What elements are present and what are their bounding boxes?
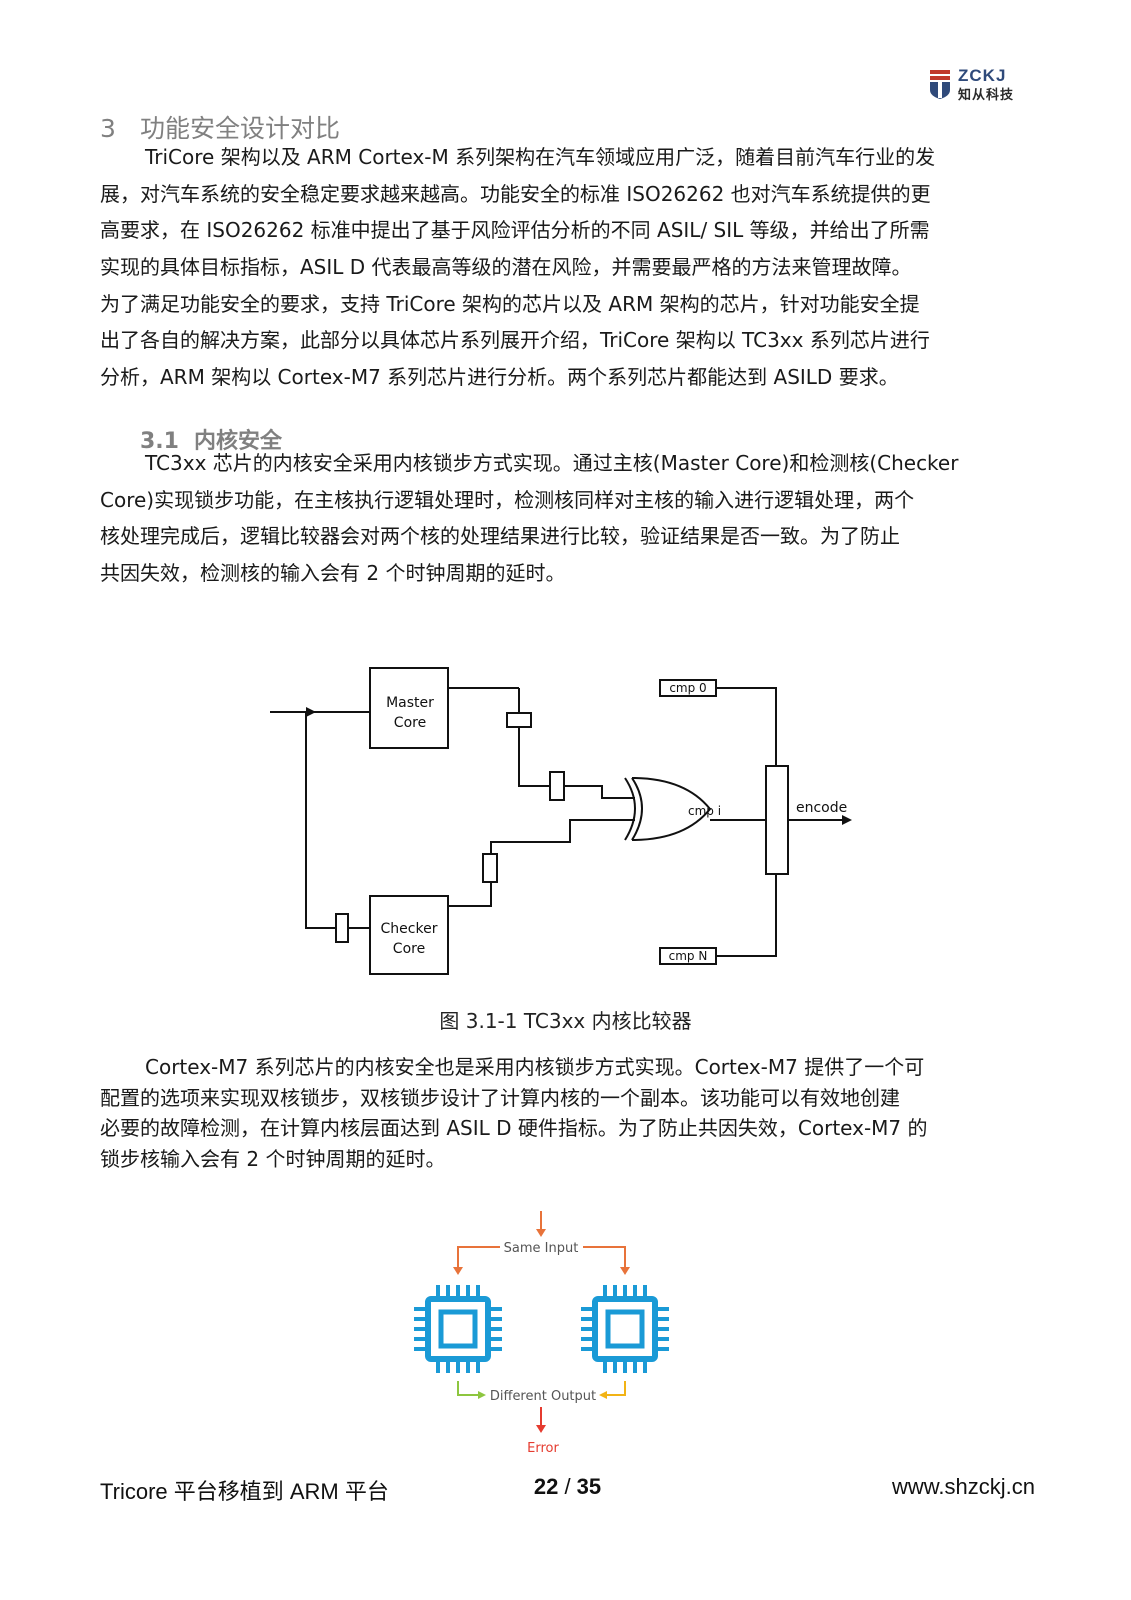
footer-document-title: Tricore 平台移植到 ARM 平台 (100, 1479, 389, 1504)
logo-shield-icon (930, 70, 950, 99)
dual-core-lockstep-illustration: Same Input Different Output Error (400, 1211, 700, 1456)
paragraph-3: Cortex-M7 系列芯片的内核安全也是采用内核锁步方式实现。Cortex-M… (100, 1052, 1035, 1174)
page-separator: / (558, 1474, 577, 1499)
output-arrow-icon (842, 815, 852, 825)
left-output-arrow-icon (478, 1391, 486, 1399)
checker-core-label-1: Checker (381, 921, 438, 937)
right-output-arrow-icon (599, 1391, 607, 1399)
text-line: 为了满足功能安全的要求，支持 TriCore 架构的芯片以及 ARM 架构的芯片… (100, 291, 920, 316)
left-input-arrow-icon (453, 1267, 463, 1275)
input-arrow-icon (306, 707, 316, 717)
cmp0-label: cmp 0 (669, 681, 706, 695)
input-arrow-icon (536, 1229, 546, 1237)
page-total: 35 (576, 1474, 602, 1499)
cpu-chip-icon (581, 1285, 669, 1373)
checker-core-label-2: Core (393, 941, 425, 957)
different-output-label: Different Output (490, 1389, 596, 1404)
text-line: 共因失效，检测核的输入会有 2 个时钟周期的延时。 (100, 561, 566, 586)
encode-label: encode (796, 800, 847, 816)
page-current: 22 (533, 1474, 559, 1499)
figure-caption: 图 3.1-1 TC3xx 内核比较器 (439, 1009, 692, 1033)
text-line: 出了各自的解决方案，此部分以具体芯片系列展开介绍，TriCore 架构以 TC3… (100, 328, 930, 353)
subsection-heading: 3.1 内核安全 (140, 423, 282, 455)
footer-website-link[interactable]: www.shzckj.cn (891, 1474, 1035, 1499)
master-core-label-1: Master (386, 695, 434, 711)
text-line: 锁步核输入会有 2 个时钟周期的延时。 (100, 1146, 446, 1171)
text-line: 必要的故障检测，在计算内核层面达到 ASIL D 硬件指标。为了防止共因失效，C… (100, 1116, 928, 1140)
cpu-chip-icon (414, 1285, 502, 1373)
cmpN-label: cmp N (669, 949, 708, 963)
paragraph-1: TriCore 架构以及 ARM Cortex-M 系列架构在汽车领域应用广泛，… (100, 139, 1035, 396)
subsection-number: 3.1 (140, 429, 179, 454)
text-line: Core)实现锁步功能，在主核执行逻辑处理时，检测核同样对主核的输入进行逻辑处理… (100, 487, 915, 512)
error-label: Error (527, 1441, 559, 1456)
section-heading: 3 功能安全设计对比 (100, 109, 340, 145)
lockstep-comparator-diagram: Master Core Checker Core cmp 0 cmp N cmp… (270, 667, 852, 975)
text-line: Cortex-M7 系列芯片的内核安全也是采用内核锁步方式实现。Cortex-M… (145, 1055, 925, 1079)
text-line: TriCore 架构以及 ARM Cortex-M 系列架构在汽车领域应用广泛，… (145, 145, 936, 169)
text-line: 核处理完成后，逻辑比较器会对两个核的处理结果进行比较，验证结果是否一致。为了防止 (100, 524, 900, 549)
page-footer: Tricore 平台移植到 ARM 平台 22 / 35 www.shzckj.… (100, 1474, 1035, 1504)
paragraph-2: TC3xx 芯片的内核安全采用内核锁步方式实现。通过主核(Master Core… (100, 445, 1035, 592)
text-line: 配置的选项来实现双核锁步，双核锁步设计了计算内核的一个副本。该功能可以有效地创建 (100, 1085, 900, 1110)
logo-text-cn: 知从科技 (958, 88, 1015, 103)
error-arrow-icon (536, 1425, 546, 1433)
text-line: 实现的具体目标指标，ASIL D 代表最高等级的潜在风险，并需要最严格的方法来管… (100, 255, 912, 280)
right-input-arrow-icon (620, 1267, 630, 1275)
text-line: TC3xx 芯片的内核安全采用内核锁步方式实现。通过主核(Master Core… (145, 451, 959, 475)
cmpi-label: cmp i (688, 804, 721, 818)
master-core-label-2: Core (394, 715, 426, 731)
logo-text-en: ZCKJ (958, 66, 1007, 85)
text-line: 高要求，在 ISO26262 标准中提出了基于风险评估分析的不同 ASIL/ S… (100, 218, 930, 243)
page-number: 22 / 35 (100, 1474, 1035, 1500)
same-input-label: Same Input (504, 1241, 579, 1256)
text-line: 展，对汽车系统的安全稳定要求越来越高。功能安全的标准 ISO26262 也对汽车… (100, 181, 931, 206)
section-title: 功能安全设计对比 (140, 114, 341, 143)
section-number: 3 (100, 114, 116, 143)
subsection-title: 内核安全 (194, 429, 283, 454)
company-logo: ZCKJ 知从科技 (928, 64, 1038, 104)
text-line: 分析，ARM 架构以 Cortex-M7 系列芯片进行分析。两个系列芯片都能达到… (100, 365, 899, 390)
